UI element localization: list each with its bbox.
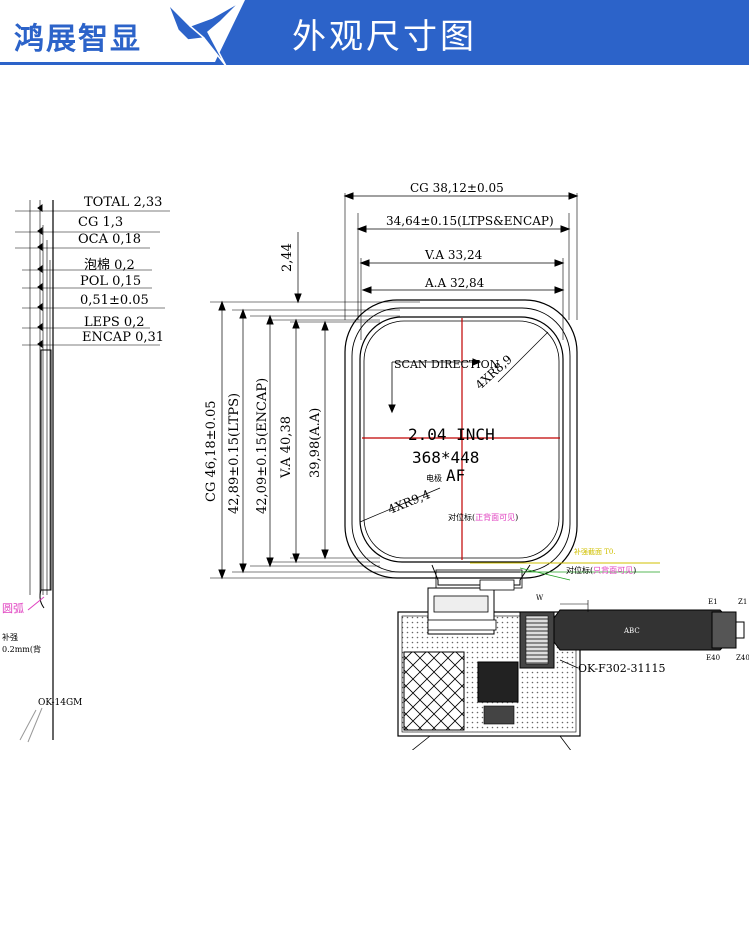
- align-mark-back: 对位标(只背面可见): [566, 565, 636, 575]
- fpc-pin-z1: Z1: [738, 598, 747, 606]
- resolution-label: 368*448: [412, 448, 479, 467]
- panel-va-outline: [359, 316, 564, 563]
- brand-name: 鸿展智显: [14, 22, 142, 57]
- header-blue-bar: [215, 0, 749, 62]
- fpc-pin-e1: E1: [708, 598, 718, 606]
- stiffener-hatched: [403, 651, 465, 731]
- side-label: OCA 0,18: [78, 232, 141, 247]
- reinforce-note-2: 0.2mm(背: [2, 644, 41, 654]
- side-panel-body: [40, 349, 52, 591]
- scan-direction-label: SCAN DIRECTION: [394, 358, 500, 371]
- dim-cg-height: CG 46,18±0.05: [204, 400, 219, 502]
- dim-cg-width: CG 38,12±0.05: [410, 181, 504, 195]
- connector-part-number: OK-F302-31115: [578, 662, 666, 675]
- dim-aa-height: 39,98(A.A): [308, 408, 323, 478]
- fpc-note: 补强截面 T0.: [574, 547, 616, 556]
- fpc-tag: ABC: [623, 627, 640, 635]
- dim-ltps-height: 42,89±0.15(LTPS): [227, 393, 242, 514]
- af-label: AF: [446, 466, 465, 485]
- ic-chip: [477, 661, 519, 703]
- fpc-pin-z40: Z40: [736, 654, 749, 662]
- dimension-drawing: TOTAL 2,33 CG 1,3 OCA 0,18 泡棉 0,2 POL 0,…: [2, 181, 749, 750]
- ic-label: 电极: [426, 473, 442, 483]
- dim-ltps-width: 34,64±0.15(LTPS&ENCAP): [386, 214, 554, 228]
- bird-logo-icon: [167, 1, 241, 67]
- size-label: 2.04 INCH: [408, 425, 495, 444]
- dim-va-height: V.A 40,38: [279, 416, 294, 479]
- side-label: TOTAL 2,33: [84, 195, 162, 210]
- dim-top-offset: 2,44: [280, 243, 295, 272]
- reinforce-note: 补强: [2, 632, 18, 642]
- side-view: [15, 200, 170, 743]
- dim-aa-width: A.A 32,84: [424, 276, 485, 290]
- side-label: 泡棉 0,2: [84, 258, 135, 273]
- front-view: [210, 192, 745, 750]
- front-view-labels: CG 38,12±0.05 34,64±0.15(LTPS&ENCAP) V.A…: [204, 181, 749, 675]
- page-header: 鸿展智显 外观尺寸图: [0, 0, 749, 67]
- align-mark-front: 对位标(正背面可见): [448, 512, 518, 522]
- panel-ltps-outline: [351, 307, 571, 573]
- panel-cg-outline: [344, 299, 578, 579]
- fpc-pin-e40: E40: [706, 654, 720, 662]
- side-label: ENCAP 0,31: [82, 330, 164, 345]
- side-part-note: OK-14GM: [38, 698, 82, 708]
- side-label: POL 0,15: [80, 274, 141, 289]
- radius-inner-label: 4XR9,4: [386, 487, 433, 517]
- page-title: 外观尺寸图: [292, 17, 477, 57]
- dim-encap-height: 42,09±0.15(ENCAP): [255, 378, 270, 514]
- dim-va-width: V.A 33,24: [424, 248, 483, 262]
- side-label: CG 1,3: [78, 215, 123, 230]
- side-label: 0,51±0.05: [80, 293, 149, 308]
- dim-w-label: W: [536, 594, 544, 602]
- side-view-labels: TOTAL 2,33 CG 1,3 OCA 0,18 泡棉 0,2 POL 0,…: [2, 195, 164, 708]
- flex-cable: [553, 609, 729, 651]
- side-label: LEPS 0,2: [84, 315, 145, 330]
- bend-note: 圆弧: [2, 601, 24, 615]
- header-underline: [0, 62, 749, 65]
